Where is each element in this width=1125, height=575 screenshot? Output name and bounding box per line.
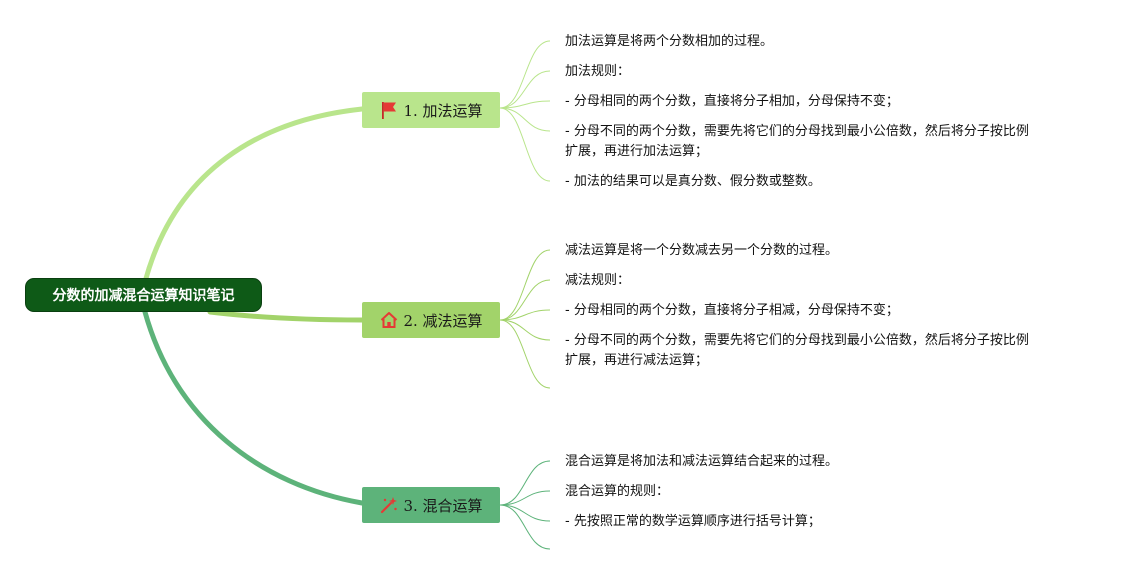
branch-3-item: 混合运算是将加法和减法运算结合起来的过程。 bbox=[565, 454, 839, 469]
branch-2-leaf-link bbox=[499, 309, 551, 321]
branch-1-leaf-link bbox=[499, 70, 551, 109]
root-branch-3-link bbox=[142, 309, 365, 506]
branch-subtraction[interactable]: 2. 减法运算 bbox=[362, 302, 500, 338]
branch-3-leaf-link bbox=[499, 490, 551, 506]
red-flag-icon bbox=[379, 100, 399, 120]
root-branch-2-link bbox=[207, 309, 365, 323]
branch-3-item: 混合运算的规则： bbox=[565, 484, 670, 499]
branch-1-item: 加法运算是将两个分数相加的过程。 bbox=[565, 34, 774, 49]
branch-2-leaf-link bbox=[499, 319, 551, 389]
branch-2-leaf-link bbox=[499, 279, 551, 321]
branch-mixed-label: 3. 混合运算 bbox=[403, 496, 483, 515]
branch-2-item: 扩展，再进行减法运算； bbox=[565, 353, 709, 368]
branch-addition-label: 1. 加法运算 bbox=[403, 101, 483, 120]
branch-2-leaf-link bbox=[499, 319, 551, 341]
branch-1-item: 扩展，再进行加法运算； bbox=[565, 144, 709, 159]
branch-mixed[interactable]: 3. 混合运算 bbox=[362, 487, 500, 523]
magic-wand-icon bbox=[379, 495, 399, 515]
branch-2-item: 减法规则： bbox=[565, 273, 631, 288]
branch-1-item: - 分母相同的两个分数，直接将分子相加，分母保持不变； bbox=[565, 94, 899, 109]
branch-1-item: 加法规则： bbox=[565, 64, 631, 79]
branch-1-leaf-link bbox=[499, 40, 551, 109]
root-branch-1-link bbox=[142, 106, 365, 285]
branch-3-leaf-link bbox=[499, 460, 551, 506]
branch-1-leaf-link bbox=[499, 100, 551, 109]
branch-2-item: - 分母相同的两个分数，直接将分子相减，分母保持不变； bbox=[565, 303, 899, 318]
root-topic-label: 分数的加减混合运算知识笔记 bbox=[52, 288, 235, 304]
branch-addition[interactable]: 1. 加法运算 bbox=[362, 92, 500, 128]
branch-3-leaf-link bbox=[499, 504, 551, 550]
branch-1-leaf-link bbox=[499, 107, 551, 182]
branch-2-leaf-link bbox=[499, 249, 551, 321]
branch-3-item: - 先按照正常的数学运算顺序进行括号计算； bbox=[565, 514, 821, 529]
branch-3-leaf-link bbox=[499, 504, 551, 522]
branch-subtraction-label: 2. 减法运算 bbox=[403, 311, 483, 330]
branch-1-item: - 加法的结果可以是真分数、假分数或整数。 bbox=[565, 174, 821, 189]
branch-2-item: - 分母不同的两个分数，需要先将它们的分母找到最小公倍数，然后将分子按比例 bbox=[565, 333, 1029, 348]
branch-2-item: 减法运算是将一个分数减去另一个分数的过程。 bbox=[565, 243, 839, 258]
house-icon bbox=[379, 310, 399, 330]
branch-1-leaf-link bbox=[499, 107, 551, 132]
branch-1-item: - 分母不同的两个分数，需要先将它们的分母找到最小公倍数，然后将分子按比例 bbox=[565, 124, 1029, 139]
root-topic[interactable]: 分数的加减混合运算知识笔记 bbox=[25, 278, 262, 312]
